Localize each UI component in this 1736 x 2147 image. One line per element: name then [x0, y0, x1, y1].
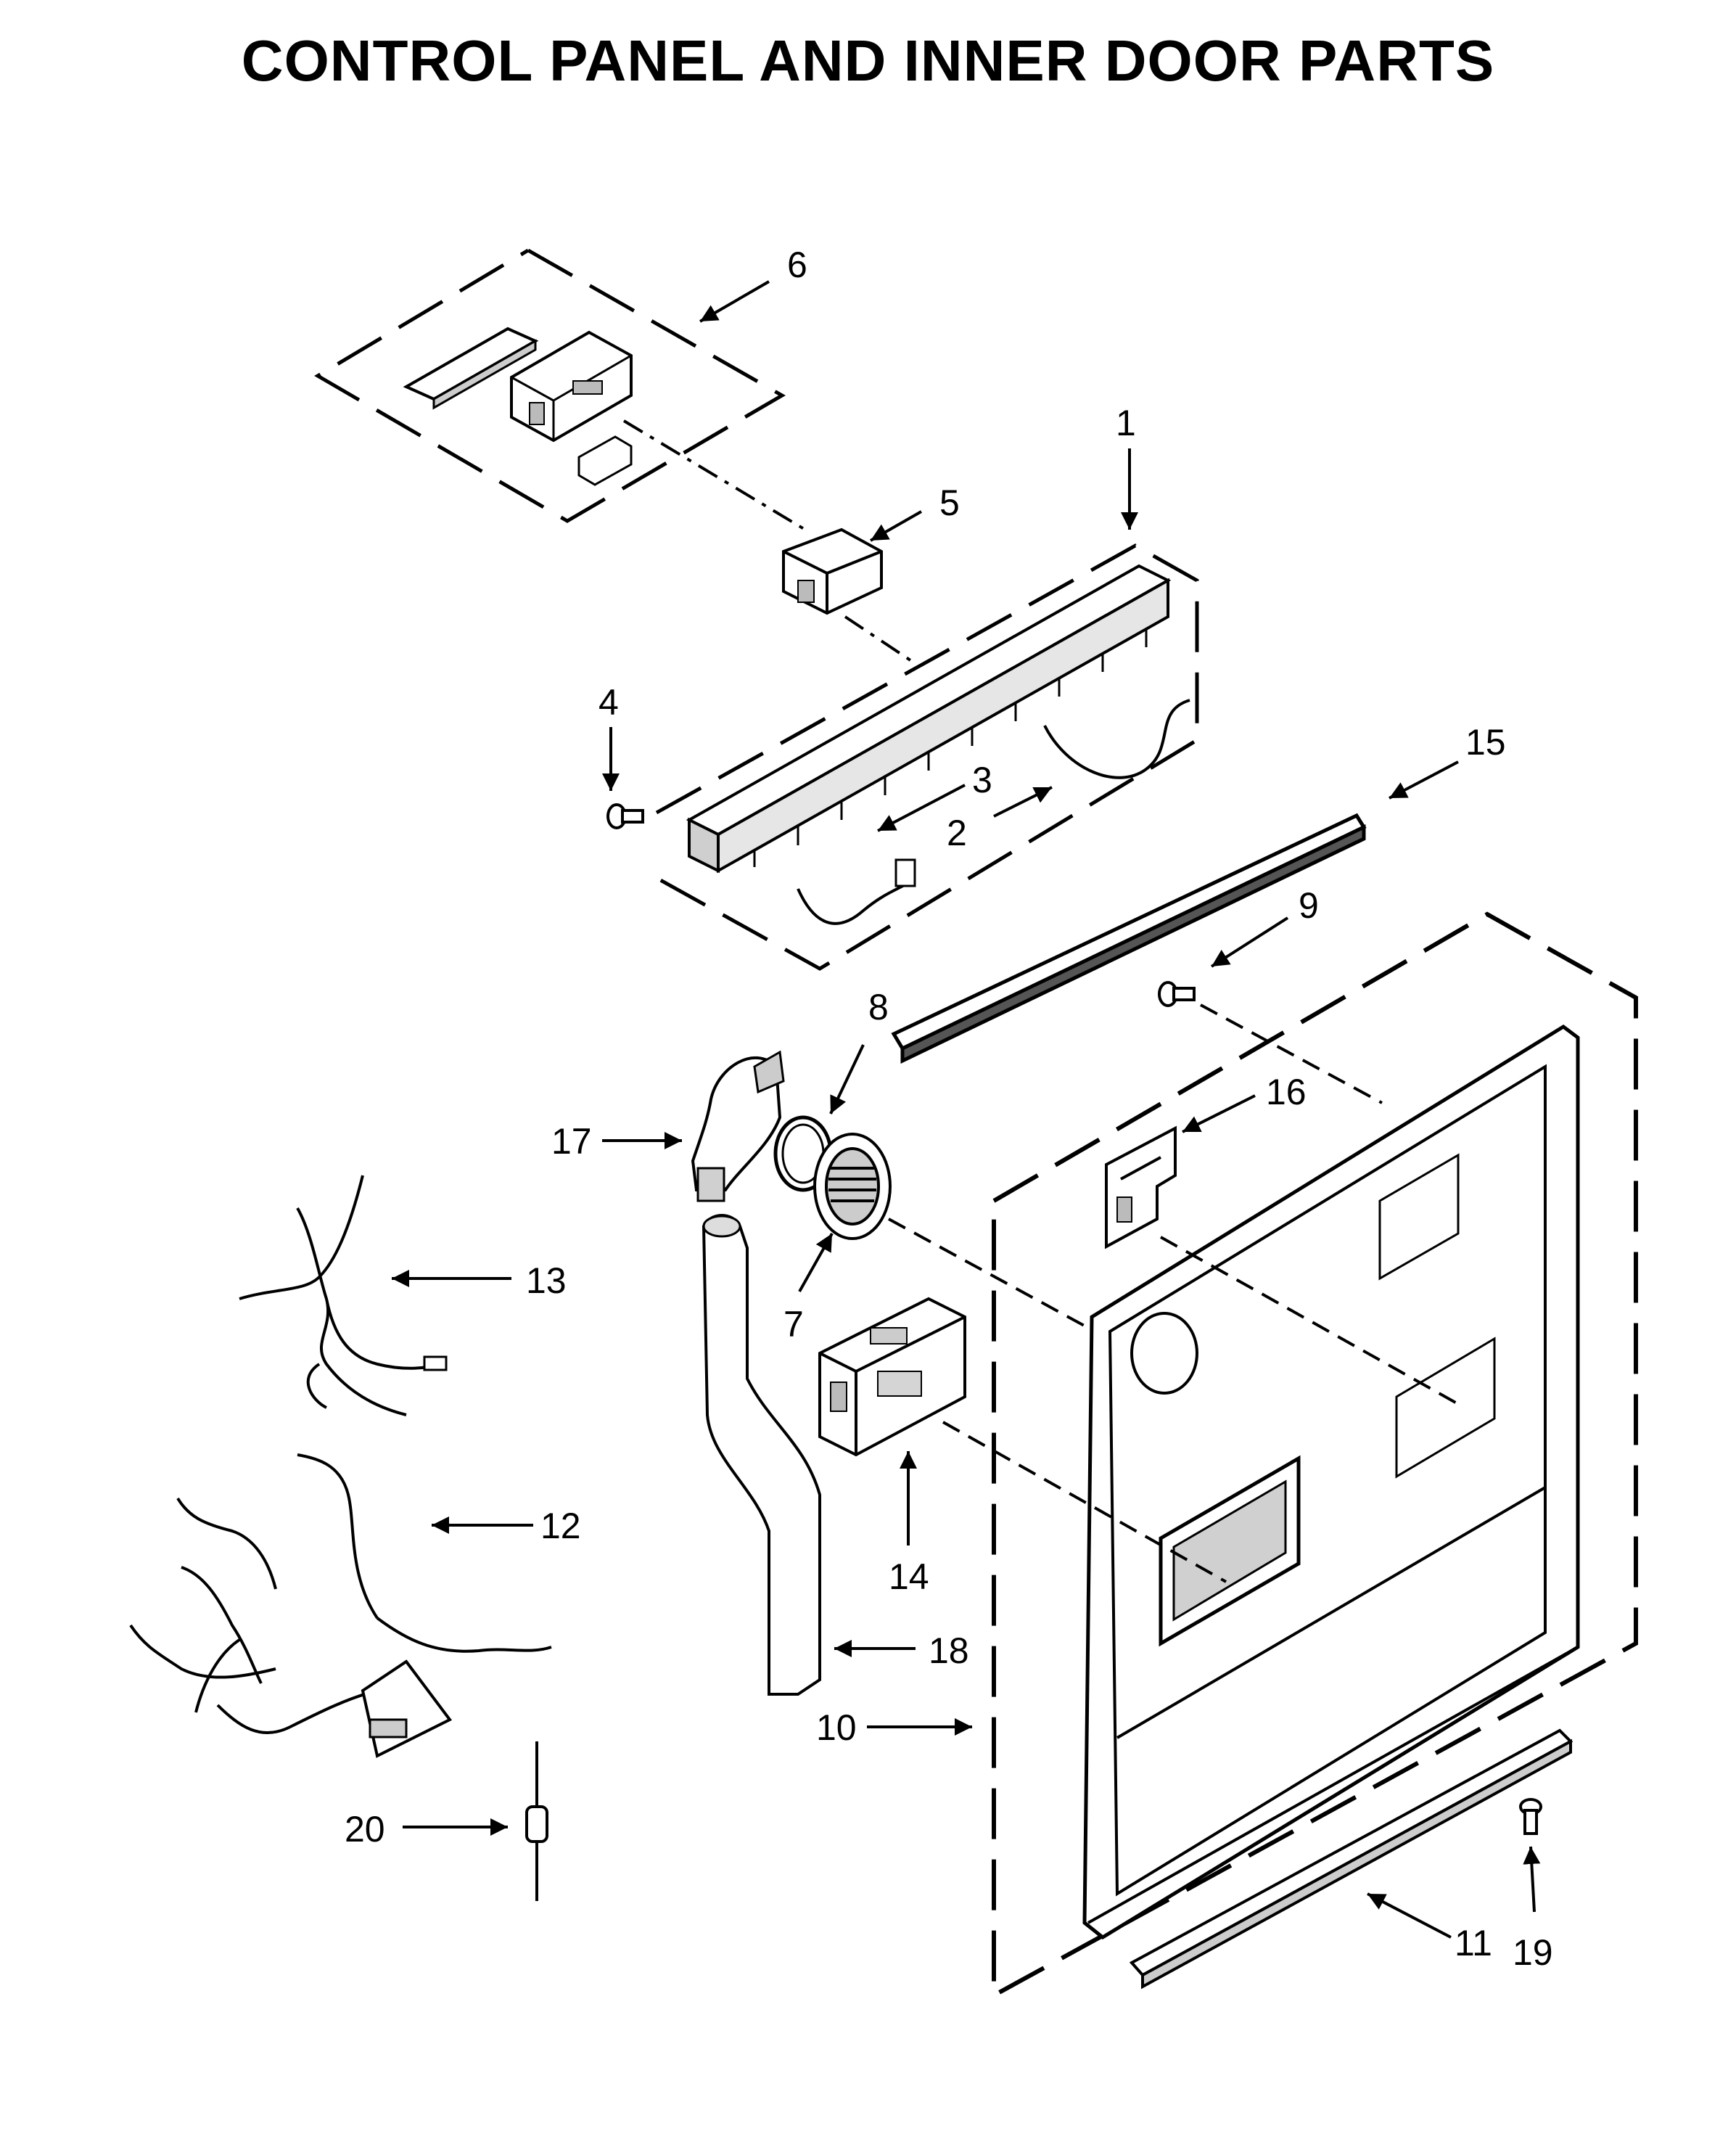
dashdot-6-to-5	[622, 419, 807, 531]
callout-13: 13	[526, 1260, 567, 1301]
callout-17: 17	[551, 1121, 592, 1162]
callout-19: 19	[1513, 1932, 1553, 1973]
harness-bundle-part-12	[361, 1659, 453, 1758]
leader-15	[1389, 760, 1459, 800]
leader-11	[1367, 1892, 1452, 1939]
inner-door-part-10	[992, 911, 1638, 2000]
vent-cover-part-7	[813, 1133, 892, 1240]
callout-3: 3	[972, 760, 992, 800]
component-part-5	[782, 527, 883, 615]
callout-4: 4	[598, 682, 619, 723]
control-panel-part-1	[655, 543, 1199, 971]
leader-7	[798, 1233, 834, 1292]
callout-12: 12	[540, 1506, 581, 1546]
wire-harness-part-13	[239, 1175, 443, 1416]
callout-9: 9	[1299, 885, 1319, 926]
callout-6: 6	[787, 245, 807, 285]
leader-19	[1523, 1846, 1541, 1913]
callout-8: 8	[868, 987, 889, 1027]
dispenser-part-14	[818, 1297, 966, 1457]
screw-part-4	[606, 803, 644, 829]
dash-9-to-door	[1200, 1003, 1383, 1104]
gasket-strip-part-15	[891, 813, 1367, 1064]
vent-part-17	[691, 1050, 785, 1202]
callout-1: 1	[1116, 403, 1136, 443]
callout-2: 2	[947, 813, 967, 853]
leader-8	[829, 1044, 865, 1114]
page-title: CONTROL PANEL AND INNER DOOR PARTS	[241, 28, 1495, 93]
callout-15: 15	[1465, 722, 1506, 763]
fuse-part-20	[525, 1741, 548, 1901]
callout-14: 14	[889, 1556, 929, 1597]
wire-harness-part-3	[797, 880, 912, 925]
leader-16	[1182, 1094, 1256, 1133]
dashdot-5-to-1	[844, 615, 912, 662]
callout-11: 11	[1455, 1923, 1492, 1963]
leader-5	[870, 510, 922, 542]
connector-part-13	[423, 1355, 448, 1371]
callout-5: 5	[939, 483, 960, 523]
leader-9	[1210, 916, 1289, 968]
leader-3	[877, 784, 966, 832]
trim-strip-part-11	[1129, 1728, 1573, 1990]
callout-7: 7	[783, 1304, 804, 1345]
connector-part-3	[894, 858, 916, 887]
callout-10: 10	[816, 1707, 857, 1748]
dash-14-to-door	[942, 1421, 1227, 1583]
wire-harness-part-12	[129, 1453, 552, 1734]
callout-18: 18	[929, 1630, 969, 1671]
callout-16: 16	[1266, 1072, 1307, 1112]
leader-6	[699, 280, 770, 323]
bracket-part-16	[1105, 1125, 1177, 1249]
leader-2	[993, 786, 1053, 818]
duct-top-part-18	[702, 1215, 741, 1238]
wire-harness-part-2	[1043, 699, 1190, 779]
leader-arrows	[392, 280, 1541, 1939]
dash-7-to-door	[888, 1218, 1089, 1329]
callout-20: 20	[345, 1809, 385, 1850]
screw-part-19	[1519, 1798, 1542, 1835]
harness-connector-part-12	[369, 1718, 408, 1738]
control-board-kit-part-6	[314, 248, 786, 523]
screw-part-9	[1158, 981, 1196, 1007]
